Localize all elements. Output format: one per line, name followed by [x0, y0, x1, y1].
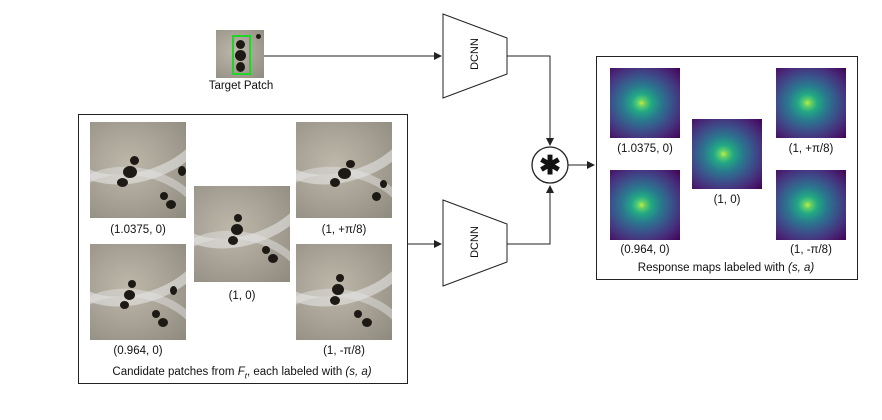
response-map-5: [776, 170, 846, 240]
candidates-caption-sa: (s, a): [345, 366, 372, 378]
response-label-2: (0.964, 0): [620, 244, 670, 256]
response-map-2: [610, 170, 680, 240]
target-highlight-box: [232, 35, 251, 75]
dcnn-bottom-label: DCNN: [469, 226, 481, 258]
candidates-caption-suffix: , each labeled with: [246, 366, 346, 378]
arrow-dcnn-top-to-operator: [507, 55, 554, 146]
candidate-patch-2: [90, 244, 186, 340]
candidate-label-3: (1, 0): [228, 290, 256, 302]
response-map-4: [776, 68, 846, 138]
candidates-caption-sub: t: [244, 371, 247, 381]
dcnn-top-label: DCNN: [469, 38, 481, 70]
candidates-caption-var: F: [237, 366, 245, 378]
candidates-caption: Candidate patches from Ft, each labeled …: [78, 366, 406, 380]
response-map-3: [692, 119, 762, 189]
responses-caption-prefix: Response maps labeled with: [637, 262, 789, 274]
response-label-3: (1, 0): [713, 194, 741, 206]
candidate-patch-5: [296, 244, 392, 340]
candidate-label-1: (1.0375, 0): [110, 224, 166, 236]
dcnn-top-shape: [442, 13, 508, 99]
response-label-4: (1, +π/8): [788, 143, 834, 155]
responses-caption: Response maps labeled with (s, a): [596, 262, 856, 274]
operator-symbol: ✱: [539, 150, 561, 180]
candidate-label-5: (1, -π/8): [323, 345, 365, 357]
dcnn-bottom-shape: [442, 199, 508, 287]
candidate-patch-3: [194, 186, 290, 282]
response-label-1: (1.0375, 0): [617, 143, 673, 155]
arrow-dcnn-bottom-to-operator: [507, 185, 554, 245]
candidates-caption-prefix: Candidate patches from: [112, 366, 238, 378]
candidate-label-2: (0.964, 0): [113, 345, 163, 357]
target-patch-caption: Target Patch: [208, 80, 274, 92]
candidate-label-4: (1, +π/8): [321, 224, 367, 236]
response-map-1: [610, 68, 680, 138]
responses-caption-sa: (s, a): [788, 262, 815, 274]
candidate-patch-1: [90, 122, 186, 218]
target-patch-image: [216, 30, 264, 78]
response-label-5: (1, -π/8): [790, 244, 832, 256]
candidate-patch-4: [296, 122, 392, 218]
